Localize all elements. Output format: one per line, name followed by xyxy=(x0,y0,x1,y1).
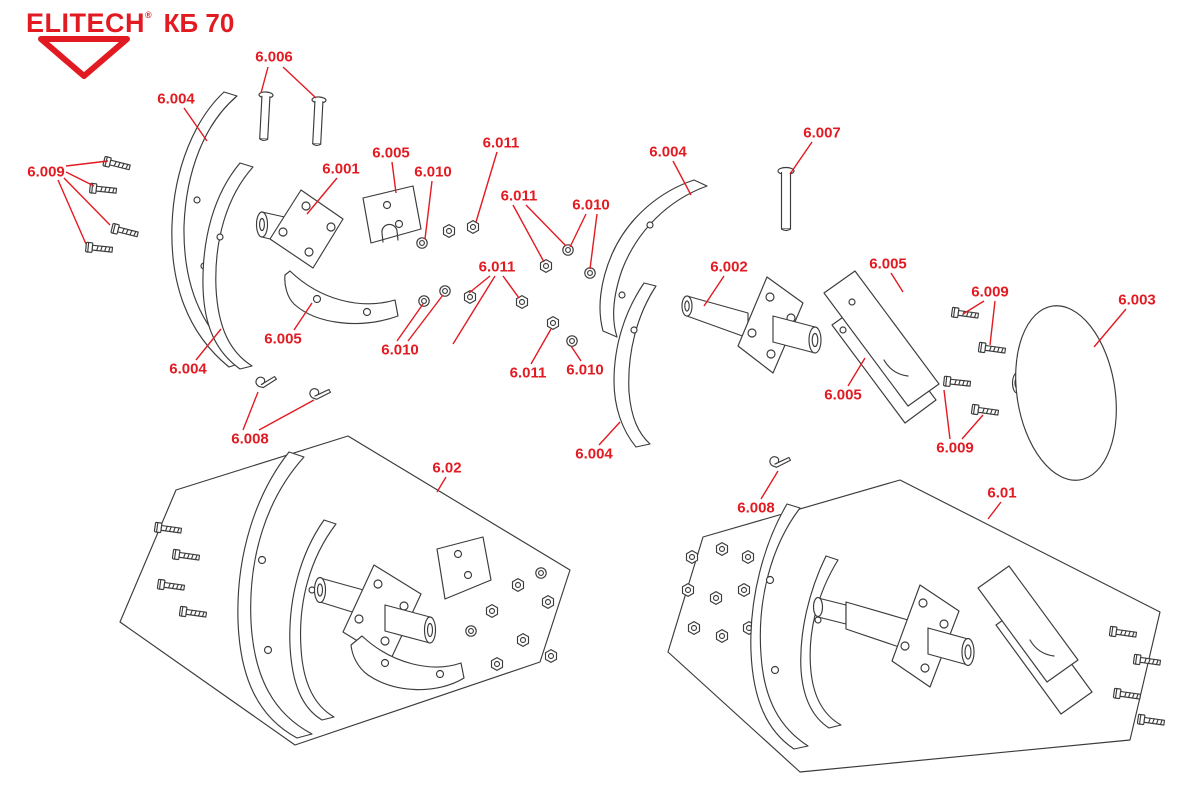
assembly-6-01 xyxy=(667,479,1166,773)
pin xyxy=(256,91,274,142)
flat-washer xyxy=(416,237,428,249)
hex-bolt xyxy=(950,306,980,322)
tiller-blades-6004-middle xyxy=(599,179,708,448)
hex-nut xyxy=(715,542,729,556)
part-label-6004: 6.004 xyxy=(649,143,687,161)
brand-logo: ELITECH ® КБ 70 xyxy=(26,8,234,80)
brand-name: ELITECH xyxy=(26,8,146,38)
part-label-6010: 6.010 xyxy=(381,341,419,359)
hub-6001 xyxy=(255,189,344,269)
bolt-set-left-6009 xyxy=(84,155,140,256)
cotter-clips-6008 xyxy=(254,371,792,469)
hex-bolt xyxy=(171,548,201,564)
hex-bolt xyxy=(1108,625,1138,641)
part-label-6011: 6.011 xyxy=(478,258,516,276)
cotter-clip xyxy=(308,384,332,401)
hex-bolt xyxy=(153,521,183,537)
hex-bolt xyxy=(110,222,140,240)
hex-bolt xyxy=(1112,687,1142,703)
part-label-6010: 6.010 xyxy=(572,196,610,214)
hex-bolt xyxy=(1136,713,1166,729)
part-label-6005: 6.005 xyxy=(869,255,907,273)
part-label-6005: 6.005 xyxy=(372,144,410,162)
part-label-6010: 6.010 xyxy=(414,163,452,181)
mounting-pins-6006 xyxy=(256,91,327,147)
part-label-6008: 6.008 xyxy=(737,499,775,517)
brand-triangle-icon xyxy=(38,36,130,79)
hex-nut xyxy=(490,657,504,671)
cotter-clip xyxy=(768,452,792,469)
part-label-6004: 6.004 xyxy=(575,445,613,463)
assembly-6-02 xyxy=(119,435,571,746)
hex-nut xyxy=(541,595,555,609)
hex-bolt xyxy=(84,241,114,256)
washers-6010 xyxy=(416,237,596,347)
part-label-6011: 6.011 xyxy=(482,134,520,152)
flat-washer xyxy=(584,267,596,279)
hex-nut xyxy=(687,621,701,635)
hex-nut xyxy=(737,583,751,597)
part-label-6003: 6.003 xyxy=(1118,291,1156,309)
flat-washer xyxy=(465,625,477,637)
part-label-6002: 6.002 xyxy=(710,258,748,276)
leader-lines xyxy=(57,66,1127,520)
part-label-6005: 6.005 xyxy=(264,330,302,348)
hex-nut xyxy=(709,591,723,605)
cotter-clip xyxy=(254,371,279,390)
hex-nut xyxy=(485,604,499,618)
bracket-6005-upper xyxy=(362,185,422,244)
part-label-6008: 6.008 xyxy=(231,430,269,448)
hex-bolt xyxy=(156,578,186,594)
pin xyxy=(309,96,327,147)
hex-nut xyxy=(544,649,558,663)
bolt-set-right-6009 xyxy=(942,306,1007,419)
hex-bolt xyxy=(942,375,972,390)
part-label-6001: 6.001 xyxy=(322,160,360,178)
part-label-6010: 6.010 xyxy=(566,361,604,379)
hex-nut xyxy=(516,633,530,647)
pin-6007 xyxy=(777,166,795,232)
blades-6005-right xyxy=(823,270,940,424)
part-label-6-01: 6.01 xyxy=(987,484,1017,502)
hex-nut xyxy=(681,583,695,597)
flat-washer xyxy=(535,567,547,579)
assembly-outline-6-01 xyxy=(667,479,1161,773)
disc-6003 xyxy=(1011,305,1117,481)
hex-bolt xyxy=(977,341,1007,357)
flat-washer xyxy=(439,285,451,297)
hex-bolt xyxy=(970,403,1000,419)
hex-nut xyxy=(546,316,560,330)
part-label-6011: 6.011 xyxy=(500,187,538,205)
part-label-6009: 6.009 xyxy=(27,163,65,181)
hex-bolt xyxy=(178,605,208,621)
hex-nut xyxy=(442,224,456,238)
part-label-6011: 6.011 xyxy=(509,364,547,382)
part-label-6009: 6.009 xyxy=(936,439,974,457)
hex-nut xyxy=(511,578,525,592)
hex-nut xyxy=(685,550,699,564)
part-label-6007: 6.007 xyxy=(803,124,841,142)
flat-washer xyxy=(418,295,430,307)
part-label-6009: 6.009 xyxy=(971,283,1009,301)
part-label-6-02: 6.02 xyxy=(432,459,462,477)
part-label-6004: 6.004 xyxy=(169,360,207,378)
flat-washer xyxy=(566,335,578,347)
axle-6002 xyxy=(681,276,822,374)
part-label-6005: 6.005 xyxy=(824,386,862,404)
assembly-outline-6-02 xyxy=(119,435,571,746)
part-label-6004: 6.004 xyxy=(157,90,195,108)
hex-nut xyxy=(741,550,755,564)
hex-nut xyxy=(539,259,553,273)
model-name: КБ 70 xyxy=(163,8,235,38)
flat-washer xyxy=(562,244,574,256)
hex-nut xyxy=(715,629,729,643)
registered-mark: ® xyxy=(145,10,152,20)
tiller-blades-6004-left xyxy=(171,91,254,370)
part-label-6006: 6.006 xyxy=(255,48,293,66)
hex-nut xyxy=(466,220,480,234)
hex-bolt xyxy=(102,155,132,173)
guard-6005-curved xyxy=(284,270,399,325)
